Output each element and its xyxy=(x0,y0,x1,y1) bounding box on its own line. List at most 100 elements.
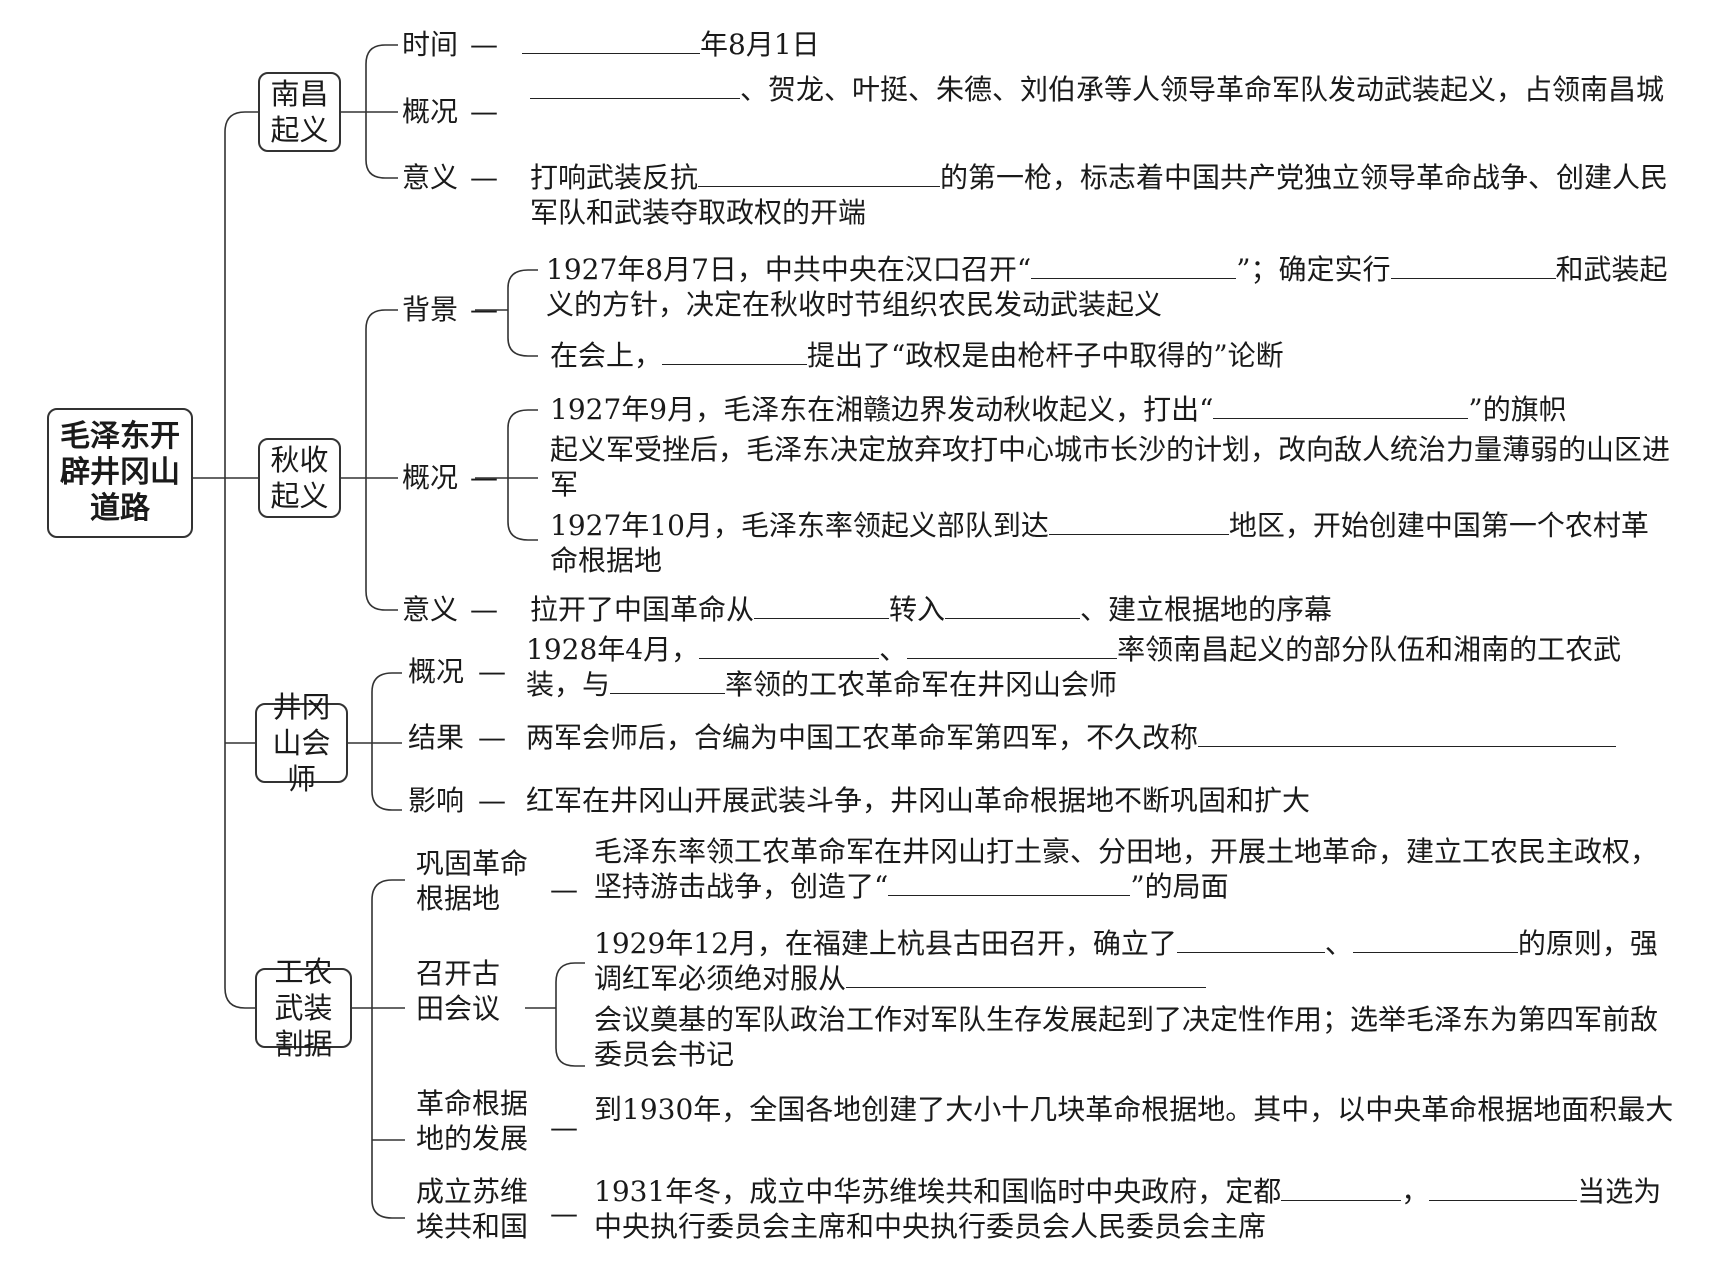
answer-blank xyxy=(754,592,890,619)
answer-blank xyxy=(530,72,740,99)
item-text-soviet: 1931年冬，成立中华苏维埃共和国临时中央政府，定都 ，当选为中央执行委员会主席和… xyxy=(594,1174,1679,1244)
item-text-part: 、贺龙、叶挺、朱德、刘伯承等人领导革命军队发动武装起义，占领南昌城 xyxy=(740,73,1665,106)
root-node-box: 毛泽东开辟井冈山道路 xyxy=(47,408,193,538)
answer-blank xyxy=(1048,508,1229,535)
item-label-gutian: 召开古田会议 xyxy=(416,957,501,1025)
item-text-part: 1931年冬，成立中华苏维埃共和国临时中央政府，定都 xyxy=(594,1175,1282,1208)
label-dash: — xyxy=(470,95,498,128)
answer-blank xyxy=(1429,1174,1578,1201)
label-dash: — xyxy=(550,873,578,906)
sub-text-overview-3: 1927年10月，毛泽东率领起义部队到达地区，开始创建中国第一个农村革命根据地 xyxy=(550,508,1670,578)
item-label-soviet: 成立苏维埃共和国 xyxy=(416,1175,529,1243)
sub-text-gutian-1: 1929年12月，在福建上杭县古田召开，确立了 、的原则，强调红军必须绝对服从 xyxy=(594,926,1679,996)
item-text-development: 到1930年，全国各地创建了大小十几块革命根据地。其中，以中央革命根据地面积最大 xyxy=(594,1092,1679,1127)
item-text-part: ”；确定实行 xyxy=(1236,253,1391,286)
item-text-part: 红军在井冈山开展武装斗争，井冈山革命根据地不断巩固和扩大 xyxy=(526,784,1311,817)
item-text-part: 地区，开始创建中国第一个农村革命根据地 xyxy=(550,509,1649,577)
sub-text-overview-2: 起义军受挫后，毛泽东决定放弃攻打中心城市长沙的计划，改向敌人统治力量薄弱的山区进… xyxy=(550,432,1670,502)
answer-blank xyxy=(610,667,726,694)
item-label-impact: 影响 xyxy=(408,784,465,817)
answer-blank xyxy=(698,160,941,187)
item-text-overview: 1928年4月， 、率领南昌起义的部分队伍和湘南的工农武装，与率领的工农革命军在井… xyxy=(526,632,1676,702)
label-dash: — xyxy=(478,721,506,754)
item-label-overview: 概况 xyxy=(402,95,459,128)
item-text-part: 1928年4月， xyxy=(526,633,700,666)
item-text-overview: 、贺龙、叶挺、朱德、刘伯承等人领导革命军队发动武装起义，占领南昌城 xyxy=(530,72,1680,107)
label-dash: — xyxy=(470,593,498,626)
item-text-impact: 红军在井冈山开展武装斗争，井冈山革命根据地不断巩固和扩大 xyxy=(526,783,1676,818)
item-label-time: 时间 xyxy=(402,28,459,61)
item-text-part: 1927年8月7日，中共中央在汉口召开“ xyxy=(546,253,1032,286)
item-text-part: 毛泽东率领工农革命军在井冈山打土豪、分田地，开展土地革命，建立工农民主政权，坚持… xyxy=(594,835,1659,903)
section-title-jinggangshan: 井冈山会师 xyxy=(272,690,331,796)
section-box-jinggangshan: 井冈山会师 xyxy=(255,690,348,796)
item-text-consolidate: 毛泽东率领工农革命军在井冈山打土豪、分田地，开展土地革命，建立工农民主政权，坚持… xyxy=(594,834,1679,904)
item-label-result: 结果 xyxy=(408,721,465,754)
section-title-nanchang: 南昌起义 xyxy=(270,77,329,147)
label-dash: — xyxy=(478,655,506,688)
label-dash: — xyxy=(478,784,506,817)
answer-blank xyxy=(1176,926,1325,953)
item-label-overview: 概况 xyxy=(402,461,459,494)
item-text-part: 起义军受挫后，毛泽东决定放弃攻打中心城市长沙的计划，改向敌人统治力量薄弱的山区进… xyxy=(550,433,1671,501)
answer-blank xyxy=(522,27,700,54)
label-dash: — xyxy=(550,1111,578,1144)
item-text-part: 率领南昌起义的部分队伍和湘南的工农武装，与 xyxy=(526,633,1622,701)
item-text-part: 到1930年，全国各地创建了大小十几块革命根据地。其中，以中央革命根据地面积最大 xyxy=(594,1093,1674,1126)
item-text-significance: 打响武装反抗的第一枪，标志着中国共产党独立领导革命战争、创建人民军队和武装夺取政… xyxy=(530,160,1680,230)
item-text-part: ， xyxy=(1401,1175,1430,1208)
item-text-part: 、 xyxy=(1324,927,1353,960)
item-text-part: 、 xyxy=(879,633,908,666)
item-text-part: 率领的工农革命军在井冈山会师 xyxy=(725,668,1118,701)
item-text-part: 1927年9月，毛泽东在湘赣边界发动秋收起义，打出“ xyxy=(550,393,1214,426)
item-label-background: 背景 xyxy=(402,293,459,326)
label-dash: — xyxy=(470,28,498,61)
item-text-part: 会议奠基的军队政治工作对军队生存发展起到了决定性作用；选举毛泽东为第四军前敌委员… xyxy=(594,1003,1659,1071)
label-dash: — xyxy=(470,293,498,326)
item-text-part: 和武装起义的方针，决定在秋收时节组织农民发动武装起义 xyxy=(546,253,1668,321)
item-text-part: ”的局面 xyxy=(1130,870,1229,903)
item-text-part: 、建立根据地的序幕 xyxy=(1080,593,1333,626)
section-box-gongnong: 工农武装割据 xyxy=(255,955,352,1061)
answer-blank xyxy=(662,338,808,365)
item-text-part: 在会上， xyxy=(550,339,663,372)
answer-blank xyxy=(888,869,1131,896)
item-text-part: 年8月1日 xyxy=(700,28,820,61)
root-title: 毛泽东开辟井冈山道路 xyxy=(60,419,180,526)
section-title-gongnong: 工农武装割据 xyxy=(274,955,333,1061)
item-text-time: 年8月1日 xyxy=(522,27,1672,62)
section-box-qiushou: 秋收起义 xyxy=(258,438,341,518)
answer-blank xyxy=(1198,720,1617,747)
answer-blank xyxy=(1390,252,1556,279)
item-text-part: 打响武装反抗 xyxy=(530,161,699,194)
item-text-part: 的原则，强调红军必须绝对服从 xyxy=(594,927,1658,995)
item-text-part: 的第一枪，标志着中国共产党独立领导革命战争、创建人民军队和武装夺取政权的开端 xyxy=(530,161,1669,229)
item-text-result: 两军会师后，合编为中国工农革命军第四军，不久改称 xyxy=(526,720,1706,755)
item-label-development: 革命根据地的发展 xyxy=(416,1087,529,1155)
label-dash: — xyxy=(550,1197,578,1230)
item-text-part: 1927年10月，毛泽东率领起义部队到达 xyxy=(550,509,1049,542)
answer-blank xyxy=(907,632,1118,659)
item-text-part: 拉开了中国革命从 xyxy=(530,593,755,626)
answer-blank xyxy=(1031,252,1237,279)
item-label-significance: 意义 xyxy=(402,161,459,194)
label-dash: — xyxy=(470,161,498,194)
item-text-part: ”的旗帜 xyxy=(1468,393,1567,426)
answer-blank xyxy=(846,961,1207,988)
item-text-part: 转入 xyxy=(889,593,946,626)
item-text-part: 当选为中央执行委员会主席和中央执行委员会人民委员会主席 xyxy=(594,1175,1662,1243)
sub-text-gutian-2: 会议奠基的军队政治工作对军队生存发展起到了决定性作用；选举毛泽东为第四军前敌委员… xyxy=(594,1002,1679,1072)
item-label-consolidate: 巩固革命根据地 xyxy=(416,847,529,915)
answer-blank xyxy=(699,632,880,659)
label-dash: — xyxy=(470,461,498,494)
answer-blank xyxy=(1213,392,1469,419)
item-text-part: 提出了“政权是由枪杆子中取得的”论断 xyxy=(807,339,1284,372)
item-text-part: 两军会师后，合编为中国工农革命军第四军，不久改称 xyxy=(526,721,1199,754)
sub-text-background-1: 1927年8月7日，中共中央在汉口召开“ ”；确定实行和武装起义的方针，决定在秋收… xyxy=(546,252,1676,322)
item-label-significance: 意义 xyxy=(402,593,459,626)
item-text-part: 1929年12月，在福建上杭县古田召开，确立了 xyxy=(594,927,1177,960)
section-box-nanchang: 南昌起义 xyxy=(258,72,341,152)
item-text-significance: 拉开了中国革命从 转入 、建立根据地的序幕 xyxy=(530,592,1680,627)
section-title-qiushou: 秋收起义 xyxy=(270,443,329,513)
